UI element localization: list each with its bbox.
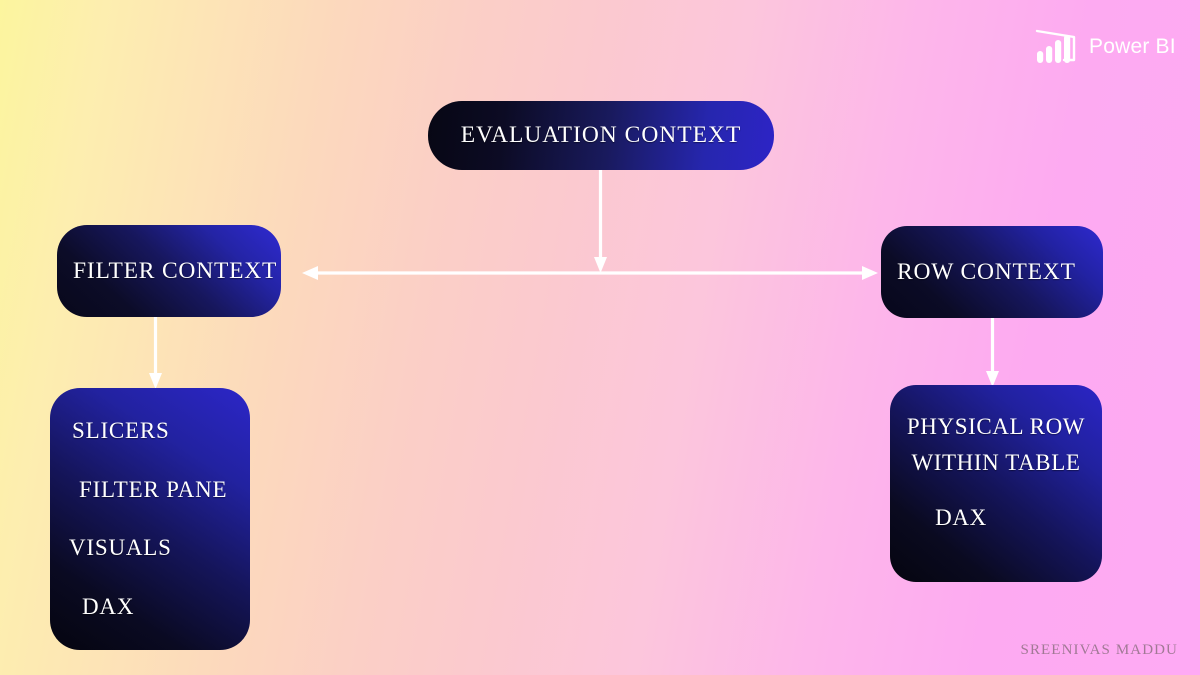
node-filter-context-label: FILTER CONTEXT: [73, 257, 278, 284]
power-bi-wordmark: Power BI: [1089, 35, 1176, 58]
node-row-context: ROW CONTEXT: [881, 226, 1103, 318]
connector-filter-row-axis: [300, 262, 880, 284]
node-row-context-label: ROW CONTEXT: [897, 258, 1076, 285]
row-detail-item-dax: DAX: [935, 505, 987, 531]
connector-filter-to-details: [149, 317, 163, 393]
node-row-context-details: PHYSICAL ROW WITHIN TABLE DAX: [890, 385, 1102, 582]
node-evaluation-context-label: EVALUATION CONTEXT: [460, 122, 742, 148]
power-bi-logo: Power BI: [1034, 27, 1176, 67]
author-watermark: SREENIVAS MADDU: [1020, 642, 1178, 658]
row-detail-item-within-table: WITHIN TABLE: [911, 449, 1081, 475]
filter-detail-item-filter-pane: FILTER PANE: [79, 476, 228, 502]
connector-row-to-details: [986, 318, 1000, 390]
filter-detail-item-slicers: SLICERS: [72, 418, 170, 444]
node-filter-context-details: SLICERS FILTER PANE VISUALS DAX: [50, 388, 250, 650]
power-bi-logo-icon: [1034, 27, 1080, 67]
row-detail-item-physical-row: PHYSICAL ROW: [906, 414, 1086, 439]
connector-evaluation-to-axis: [594, 169, 608, 277]
node-evaluation-context: EVALUATION CONTEXT: [428, 101, 774, 170]
node-filter-context: FILTER CONTEXT: [57, 225, 281, 317]
filter-detail-item-dax: DAX: [82, 593, 135, 619]
filter-detail-item-visuals: VISUALS: [69, 535, 172, 561]
